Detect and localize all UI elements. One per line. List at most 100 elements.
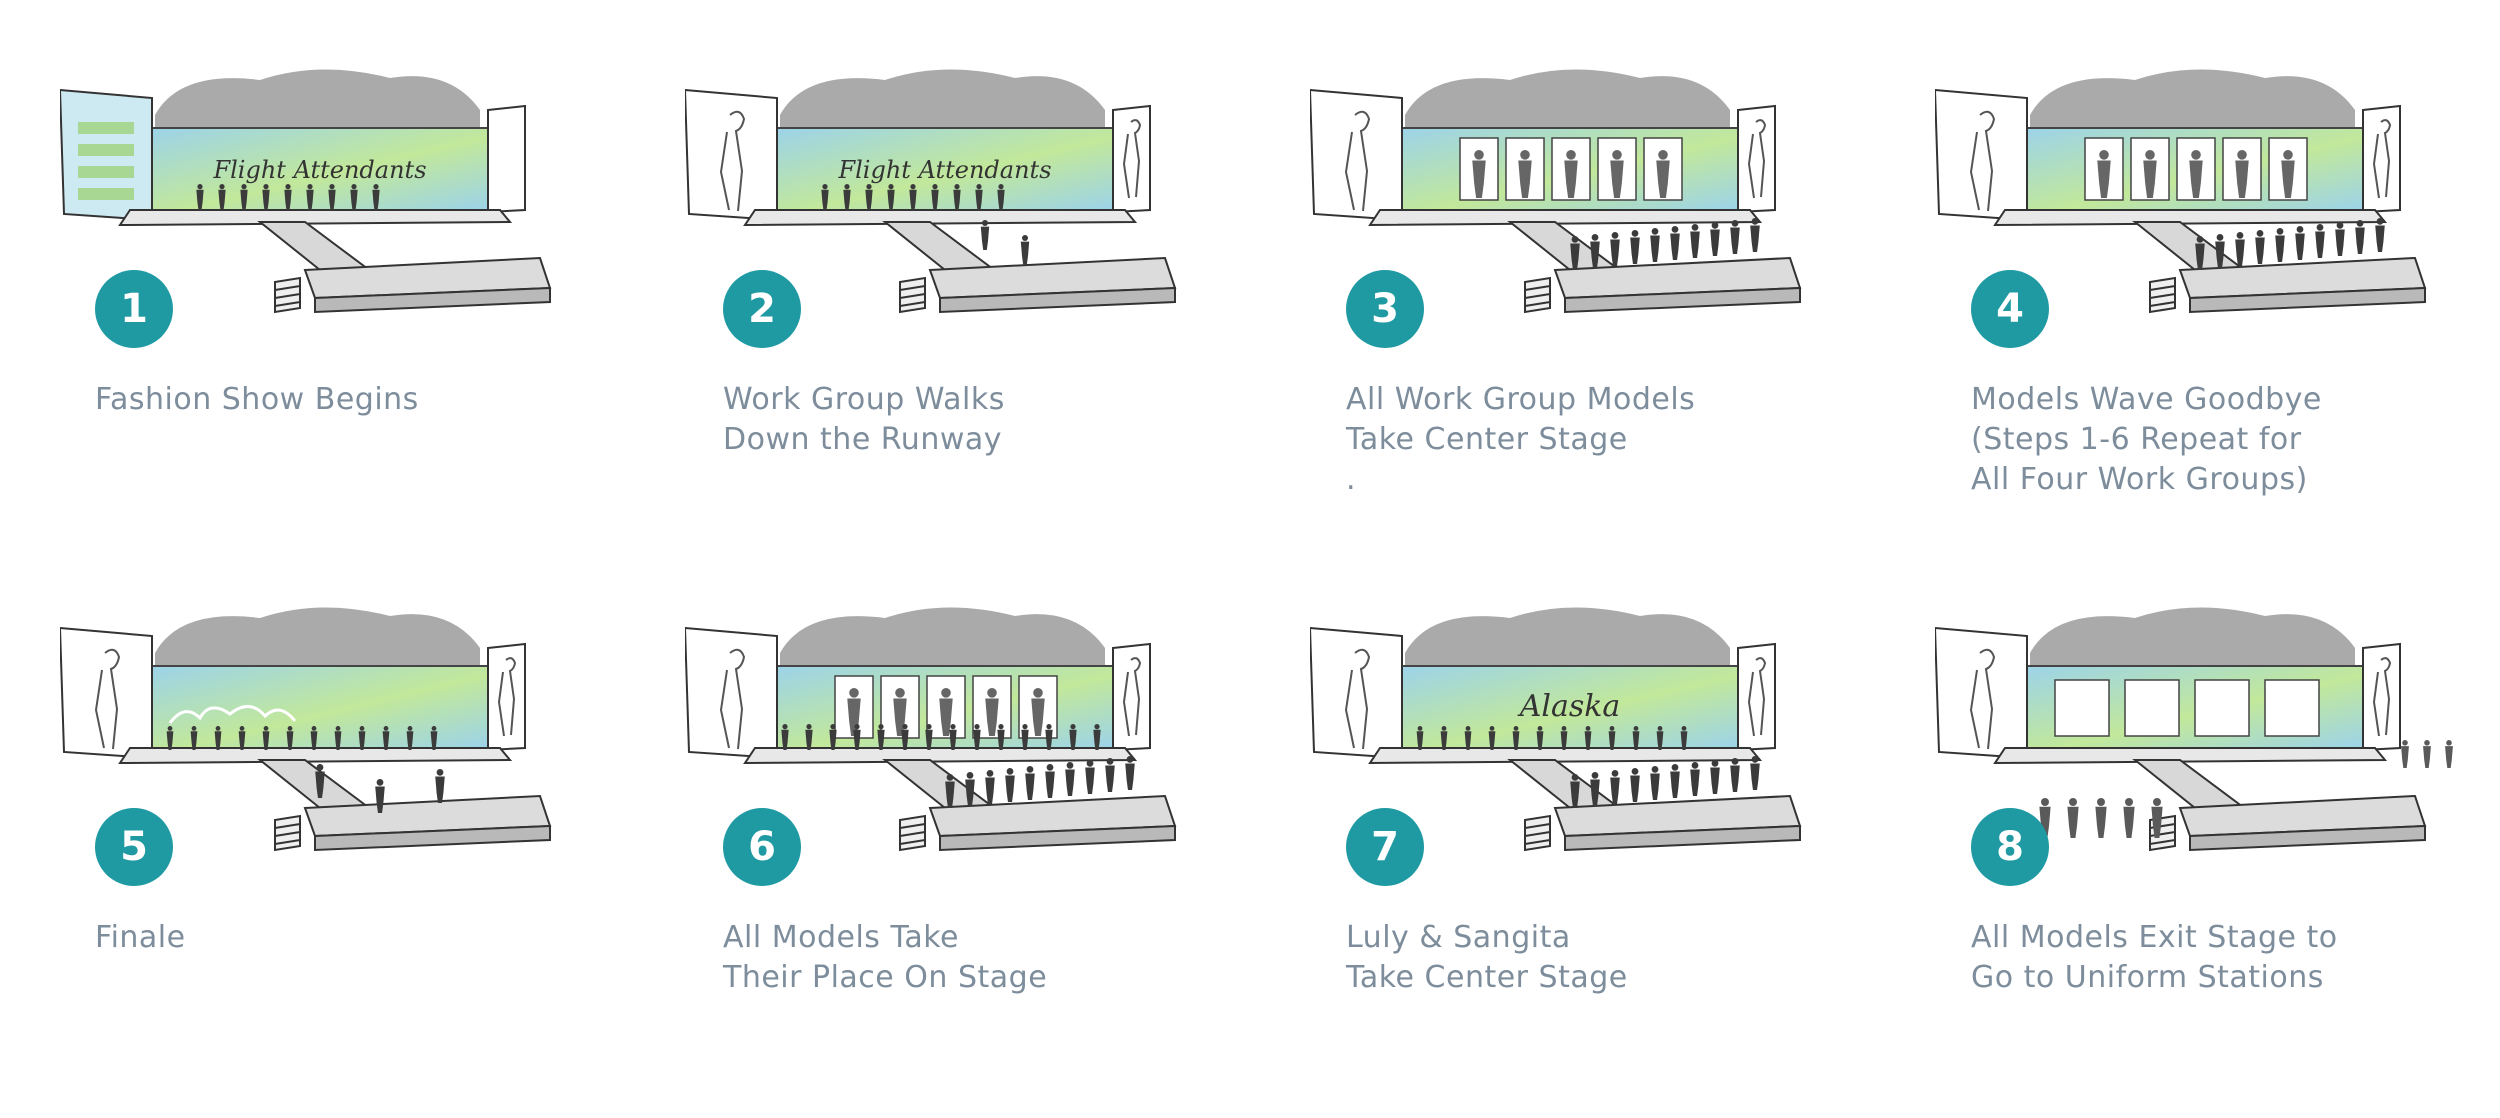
model-figure [887, 184, 895, 210]
model-figure [2097, 150, 2111, 198]
stage-steps [1524, 814, 1551, 852]
model-figure [315, 764, 325, 798]
model-figure [945, 774, 955, 808]
stage-platform [1368, 747, 1763, 765]
model-figure [829, 724, 837, 750]
model-figure [334, 726, 342, 750]
model-figure [1632, 726, 1640, 750]
model-figure [1025, 766, 1035, 800]
right-side-panel [487, 104, 526, 214]
stage-sketch [60, 607, 552, 852]
caption-line: Work Group Walks [723, 382, 1005, 417]
caption-line: Go to Uniform Stations [1971, 960, 2324, 995]
stage-steps [899, 814, 926, 852]
model-figure [2445, 740, 2453, 768]
right-side-panel [2362, 642, 2401, 752]
model-figure [2235, 232, 2245, 266]
caption-line: Take Center Stage [1346, 422, 1628, 457]
model-figure [2401, 740, 2409, 768]
model-figure [997, 184, 1005, 210]
model-figure [901, 724, 909, 750]
model-figure [2335, 222, 2345, 256]
cloud-backdrop [780, 69, 1105, 128]
model-figure [286, 726, 294, 750]
model-figure [2215, 234, 2225, 268]
runway-front-edge [314, 824, 551, 852]
model-figure [1518, 150, 1532, 198]
panel-figure [1969, 648, 1996, 750]
cloud-backdrop [1405, 607, 1730, 666]
model-figure [310, 726, 318, 750]
stage-sketch [1310, 69, 1802, 314]
panel-figure [2372, 657, 2392, 737]
model-figure [1730, 220, 1740, 254]
left-side-panel [685, 88, 778, 222]
model-figure [2315, 224, 2325, 258]
model-figure [1031, 688, 1045, 736]
model-figure [166, 726, 174, 750]
stage-sketch [1935, 69, 2427, 314]
panel-figure [1344, 648, 1371, 750]
model-figure [328, 184, 336, 210]
model-figure [1630, 230, 1640, 264]
model-figure [980, 220, 990, 250]
model-figure [1472, 150, 1486, 198]
model-figure [1560, 726, 1568, 750]
stage-screen [774, 127, 1116, 211]
model-figure [375, 779, 385, 813]
model-figure [1608, 726, 1616, 750]
model-figure [358, 726, 366, 750]
step-number-badge: 8 [1971, 808, 2049, 886]
panel-figure [1122, 119, 1142, 199]
stage-steps [899, 276, 926, 314]
stage-steps [274, 814, 301, 852]
panel-figure [719, 110, 746, 212]
screen-photo [2054, 679, 2110, 737]
model-figure [853, 724, 861, 750]
model-figure [238, 726, 246, 750]
model-figure [985, 770, 995, 804]
caption-line: . [1346, 462, 1357, 497]
model-figure [2355, 220, 2365, 254]
model-figure [406, 726, 414, 750]
stage-steps [274, 276, 301, 314]
model-figure [2423, 740, 2431, 768]
left-side-panel [685, 626, 778, 760]
model-figure [2151, 798, 2163, 838]
cloud-backdrop [155, 69, 480, 128]
model-figure [284, 184, 292, 210]
model-figure [1105, 758, 1115, 792]
model-figure [1536, 726, 1544, 750]
model-figure [953, 184, 961, 210]
caption-line: Luly & Sangita [1346, 920, 1571, 955]
model-figure [1650, 766, 1660, 800]
model-figure [1020, 235, 1030, 265]
caption-line: Their Place On Stage [723, 960, 1048, 995]
model-figure [1512, 726, 1520, 750]
model-figure [2143, 150, 2157, 198]
model-figure [1069, 724, 1077, 750]
screen-photo [2264, 679, 2320, 737]
model-figure [1690, 224, 1700, 258]
panel-figure [1747, 657, 1767, 737]
stage-platform [118, 747, 513, 765]
model-figure [949, 724, 957, 750]
model-figure [909, 184, 917, 210]
model-figure [1656, 150, 1670, 198]
panel-figure [1122, 657, 1142, 737]
runway-front-edge [1564, 824, 1801, 852]
panel-figure [1747, 119, 1767, 199]
cloud-backdrop [2030, 69, 2355, 128]
step-number-badge: 1 [95, 270, 173, 348]
model-figure [372, 184, 380, 210]
screen-text: Alaska [1517, 689, 1621, 724]
step-number-badge: 3 [1346, 270, 1424, 348]
runway-front-edge [1564, 286, 1801, 314]
model-figure [1680, 726, 1688, 750]
model-figure [1590, 234, 1600, 268]
model-figure [805, 724, 813, 750]
model-figure [2123, 798, 2135, 838]
